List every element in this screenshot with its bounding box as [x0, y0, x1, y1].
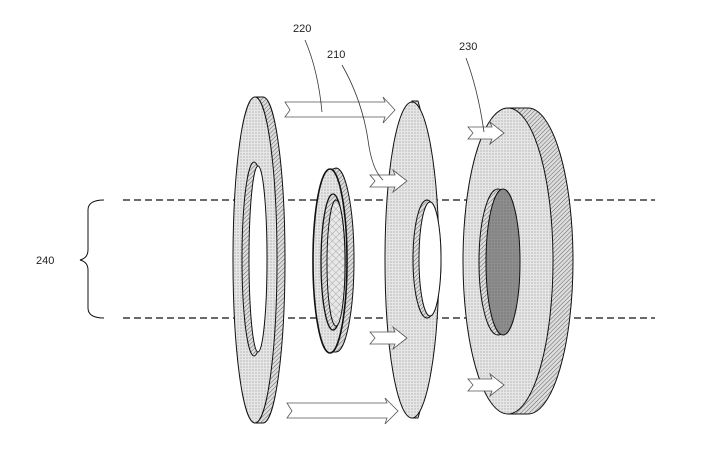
large-disc-with-hole	[384, 100, 442, 419]
ref-label-230: 230	[459, 41, 477, 53]
flow-arrow-small-4	[467, 372, 505, 398]
flow-arrow-bottom	[286, 397, 399, 425]
ref-label-240: 240	[36, 255, 54, 267]
thick-disc-230	[462, 107, 574, 415]
flow-arrow-small-2	[369, 325, 408, 351]
brace-240	[79, 199, 105, 319]
outer-flat-ring	[232, 96, 286, 424]
leader-line-210	[341, 64, 384, 181]
flow-arrow-small-3	[467, 120, 505, 146]
flow-arrow-top	[284, 96, 396, 124]
leader-line-230	[465, 57, 485, 133]
leader-line-220	[304, 39, 323, 113]
ref-label-220: 220	[293, 23, 311, 35]
mesh-filter-ring	[312, 167, 355, 354]
ref-label-210: 210	[327, 49, 345, 61]
